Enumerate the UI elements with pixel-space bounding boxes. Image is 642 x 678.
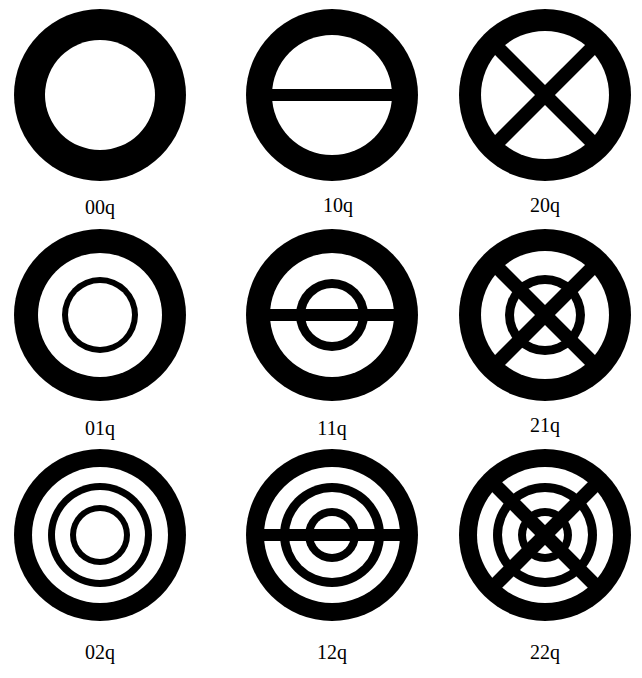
- mode-label: 02q: [85, 641, 115, 664]
- mode-11: [246, 229, 418, 401]
- mode-label: 12q: [317, 641, 347, 664]
- mode-label: 20q: [530, 194, 560, 217]
- mode-label: 21q: [530, 414, 560, 437]
- mode-label: 10q: [323, 194, 353, 217]
- mode-00: [14, 9, 186, 181]
- mode-02: [14, 449, 186, 621]
- mode-22: [459, 449, 631, 621]
- mode-label: 11q: [317, 417, 346, 440]
- mode-01: [14, 229, 186, 401]
- mode-21: [459, 229, 631, 401]
- mode-label: 22q: [530, 641, 560, 664]
- mode-12: [246, 449, 418, 621]
- mode-label: 00q: [85, 196, 115, 219]
- mode-10: [246, 9, 418, 181]
- mode-20: [459, 9, 631, 181]
- mode-label: 01q: [85, 417, 115, 440]
